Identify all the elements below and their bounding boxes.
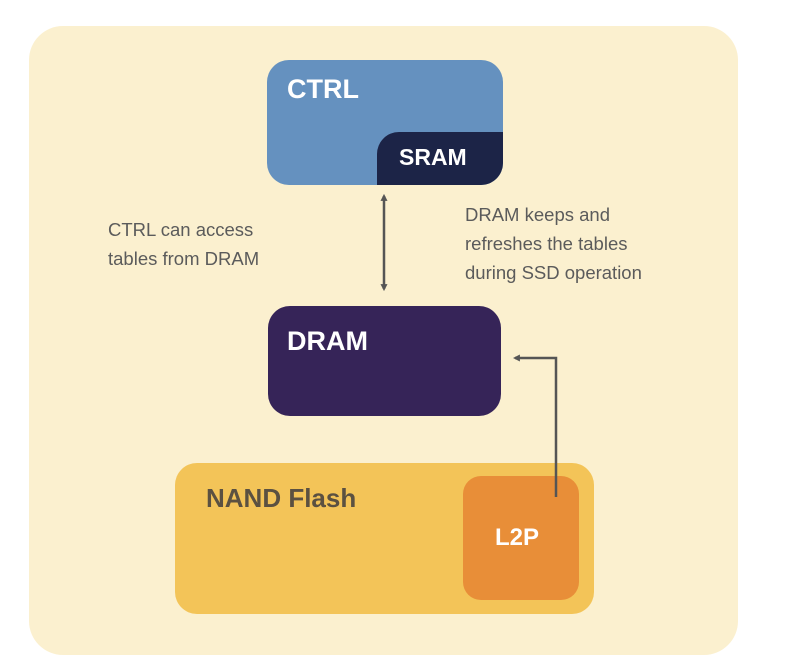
nand-flash-box: NAND Flash L2P [175, 463, 594, 614]
dram-keeps-note-line: during SSD operation [465, 262, 642, 283]
dram-keeps-note: DRAM keeps and refreshes the tables duri… [465, 200, 642, 287]
l2p-box: L2P [463, 476, 579, 600]
l2p-label: L2P [495, 524, 540, 551]
nand-flash-label: NAND Flash [206, 483, 357, 513]
dram-keeps-note-line: refreshes the tables [465, 233, 628, 254]
dram-box: DRAM [268, 306, 501, 416]
ctrl-label: CTRL [287, 74, 359, 104]
dram-keeps-note-line: DRAM keeps and [465, 204, 610, 225]
l2p-to-dram-arrow [512, 354, 558, 497]
dram-label: DRAM [287, 326, 368, 356]
ctrl-access-note-line: tables from DRAM [108, 248, 260, 269]
sram-box: SRAM [377, 132, 503, 185]
ctrl-access-note: CTRL can access tables from DRAM [108, 215, 259, 273]
ctrl-box: CTRL SRAM [267, 60, 503, 185]
sram-label: SRAM [399, 144, 467, 170]
ctrl-access-note-line: CTRL can access [108, 219, 254, 240]
